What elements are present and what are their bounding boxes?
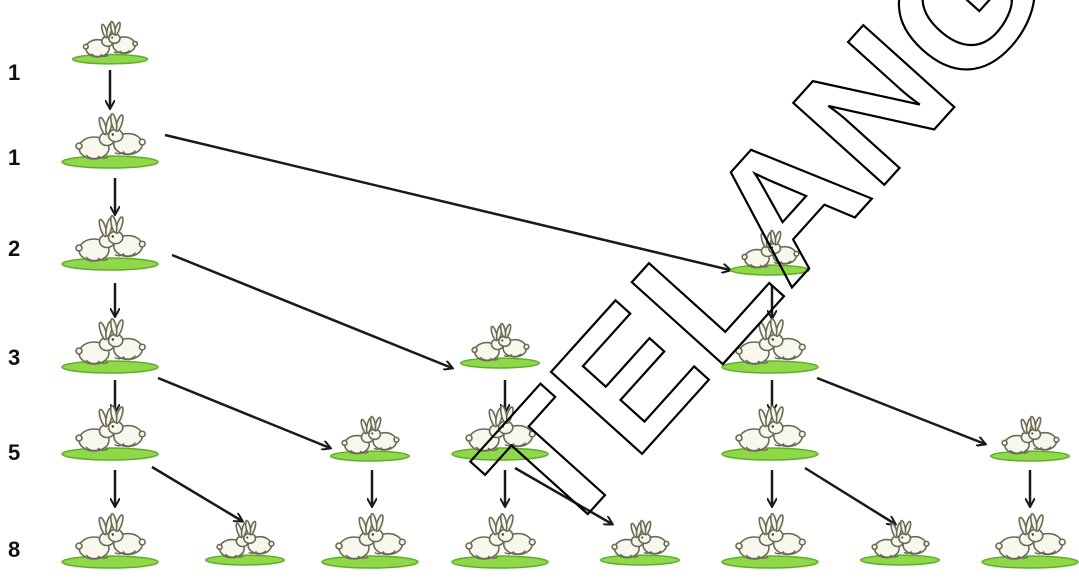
arrow-offspring bbox=[816, 376, 985, 444]
rabbit-pair-adult bbox=[321, 512, 419, 569]
row-label-generation-3: 2 bbox=[8, 236, 21, 261]
rabbit-pair-young bbox=[859, 519, 941, 566]
rabbit-pair-adult bbox=[61, 112, 159, 169]
rabbit-pair-young bbox=[599, 519, 681, 566]
rabbit-pair-young bbox=[459, 322, 541, 369]
rabbit-pair-adult bbox=[721, 404, 819, 461]
rabbit-pair-young bbox=[71, 20, 149, 65]
rabbit-pair-young bbox=[989, 415, 1071, 462]
arrow-offspring bbox=[157, 376, 330, 448]
rabbit-pair-adult bbox=[451, 512, 549, 569]
arrow-offspring bbox=[804, 466, 895, 524]
rabbit-pair-adult bbox=[721, 512, 819, 569]
row-label-generation-4: 3 bbox=[8, 345, 21, 370]
row-label-generation-6: 8 bbox=[8, 537, 21, 562]
rabbit-pair-young bbox=[729, 229, 811, 276]
rabbit-pair-adult bbox=[61, 214, 159, 271]
rabbit-pair-adult bbox=[451, 404, 549, 461]
arrow-offspring bbox=[514, 466, 612, 524]
rabbit-pair-adult bbox=[61, 317, 159, 374]
rabbit-pair-adult bbox=[981, 512, 1079, 569]
arrow-offspring bbox=[171, 253, 452, 368]
rabbit-pair-adult bbox=[61, 512, 159, 569]
rabbit-pair-young bbox=[329, 415, 411, 462]
rabbit-pair-adult bbox=[61, 404, 159, 461]
row-label-generation-1: 1 bbox=[8, 60, 21, 85]
arrow-offspring bbox=[164, 133, 730, 270]
rabbit-pair-adult bbox=[721, 317, 819, 374]
arrow-offspring bbox=[151, 465, 242, 521]
rabbit-pair-young bbox=[204, 519, 286, 566]
row-label-generation-2: 1 bbox=[8, 145, 21, 170]
row-label-generation-5: 5 bbox=[8, 440, 21, 465]
